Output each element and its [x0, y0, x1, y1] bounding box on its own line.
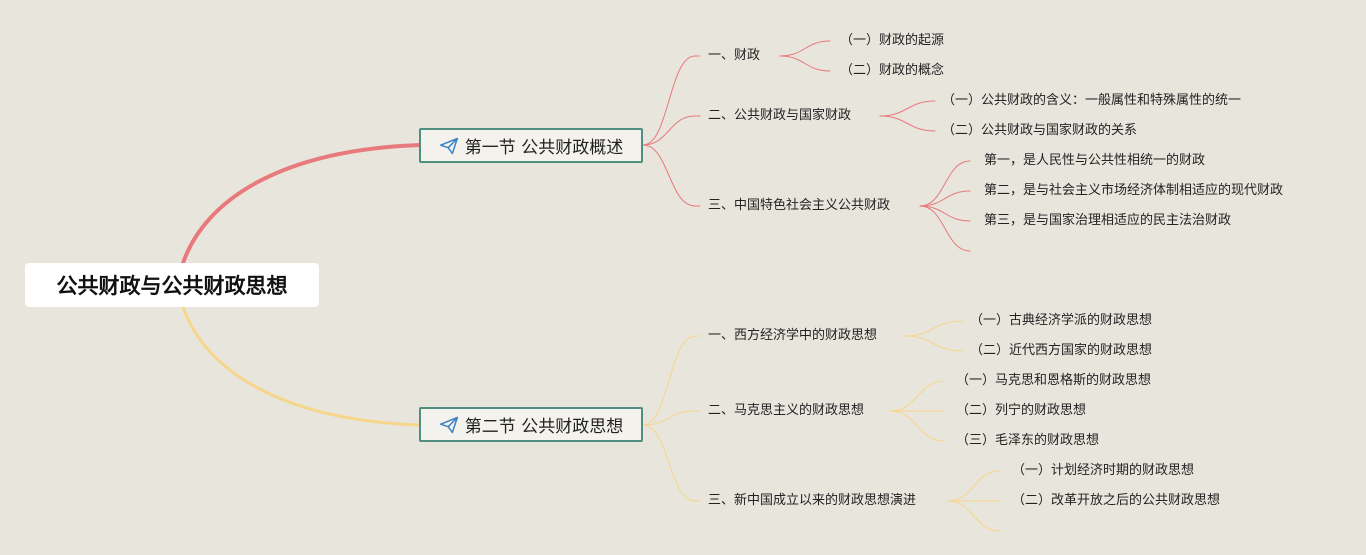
topic-2-1-connector — [642, 335, 696, 426]
subtopic-1-1-2[interactable]: （二）财政的概念 — [840, 63, 945, 78]
subtopic-2-1-2[interactable]: （二）近代西方国家的财政思想 — [970, 343, 1153, 358]
root-topic-label: 公共财政与公共财政思想 — [56, 274, 288, 298]
subtopic-1-3-1-connector — [919, 160, 971, 207]
topic-1-1[interactable]: 一、财政 — [708, 48, 761, 63]
subtopic-1-3-3[interactable]: 第三，是与国家治理相适应的民主法治财政 — [984, 213, 1232, 228]
subtopic-1-1-2-connector — [779, 55, 831, 72]
paper-plane-icon — [439, 136, 459, 156]
topic-2-3[interactable]: 三、新中国成立以来的财政思想演进 — [708, 493, 917, 508]
subtopic-2-3-3-connector — [947, 500, 1001, 532]
subtopic-1-1-1[interactable]: （一）财政的起源 — [840, 33, 945, 48]
section-2-topic[interactable]: 第二节 公共财政思想 — [419, 407, 643, 442]
subtopic-1-3-2-connector — [919, 190, 971, 207]
subtopic-2-3-1-connector — [947, 470, 1001, 502]
topic-2-2[interactable]: 二、马克思主义的财政思想 — [708, 403, 865, 418]
subtopic-2-2-1-connector — [889, 380, 946, 412]
subtopic-1-1-1-connector — [779, 40, 831, 57]
subtopic-1-2-2-connector — [879, 115, 936, 132]
subtopic-1-3-1[interactable]: 第一，是人民性与公共性相统一的财政 — [984, 153, 1206, 168]
subtopic-2-2-2[interactable]: （二）列宁的财政思想 — [956, 403, 1087, 418]
topic-2-3-connector — [642, 424, 696, 502]
subtopic-2-3-2[interactable]: （二）改革开放之后的公共财政思想 — [1012, 493, 1221, 508]
subtopic-1-3-2[interactable]: 第二，是与社会主义市场经济体制相适应的现代财政 — [984, 183, 1284, 198]
section-1-topic[interactable]: 第一节 公共财政概述 — [419, 128, 643, 163]
subtopic-2-1-1-connector — [904, 320, 963, 337]
topic-1-2[interactable]: 二、公共财政与国家财政 — [708, 108, 852, 123]
subtopic-1-2-1[interactable]: （一）公共财政的含义：一般属性和特殊属性的统一 — [942, 93, 1242, 108]
subtopic-1-2-2[interactable]: （二）公共财政与国家财政的关系 — [942, 123, 1138, 138]
subtopic-2-3-1[interactable]: （一）计划经济时期的财政思想 — [1012, 463, 1195, 478]
subtopic-2-2-3-connector — [889, 410, 946, 442]
root-topic[interactable]: 公共财政与公共财政思想 — [25, 263, 319, 307]
paper-plane-icon — [439, 415, 459, 435]
section-2-label: 第二节 公共财政思想 — [464, 417, 624, 437]
root-to-section-2-connector — [181, 305, 422, 427]
topic-1-3-connector — [642, 144, 696, 207]
subtopic-2-2-1[interactable]: （一）马克思和恩格斯的财政思想 — [956, 373, 1152, 388]
topic-1-2-connector — [642, 115, 696, 146]
subtopic-1-3-3-connector — [919, 205, 971, 222]
subtopic-1-3-4-connector — [919, 205, 971, 252]
subtopic-2-1-1[interactable]: （一）古典经济学派的财政思想 — [970, 313, 1153, 328]
section-1-label: 第一节 公共财政概述 — [464, 138, 624, 158]
topic-2-1[interactable]: 一、西方经济学中的财政思想 — [708, 328, 878, 343]
topic-2-2-connector — [642, 410, 696, 426]
topic-1-3[interactable]: 三、中国特色社会主义公共财政 — [708, 198, 891, 213]
subtopic-1-2-1-connector — [879, 100, 936, 117]
root-to-section-1-connector — [181, 143, 422, 265]
subtopic-2-2-3[interactable]: （三）毛泽东的财政思想 — [956, 433, 1100, 448]
topic-1-1-connector — [642, 55, 696, 146]
subtopic-2-1-2-connector — [904, 335, 963, 352]
